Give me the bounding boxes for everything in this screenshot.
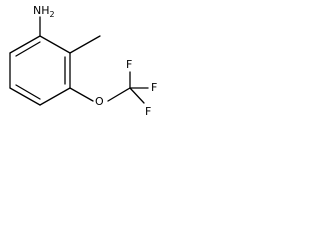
bond-oxygen-cf3 <box>107 87 131 102</box>
bond-cf3-f-bottom <box>129 87 145 104</box>
molecule-structure: NH2 O F F F <box>9 4 157 118</box>
bond-methyl <box>69 35 101 54</box>
bond-c3-oxygen <box>69 87 94 102</box>
fluorine-bottom-label: F <box>145 105 151 118</box>
ring-bond-c3-c4 <box>39 87 71 106</box>
ring-bond-c6-c1 <box>9 35 41 54</box>
double-bond-c6-c1 <box>15 41 41 57</box>
ring-bond-c4-c5 <box>9 87 41 106</box>
amine-label: NH2 <box>33 4 55 19</box>
ring-bond-c1-c2 <box>39 35 71 54</box>
oxygen-label: O <box>95 95 104 108</box>
fluorine-right-label: F <box>151 81 157 94</box>
fluorine-top-label: F <box>126 58 132 71</box>
double-bond-c4-c5 <box>15 84 41 100</box>
